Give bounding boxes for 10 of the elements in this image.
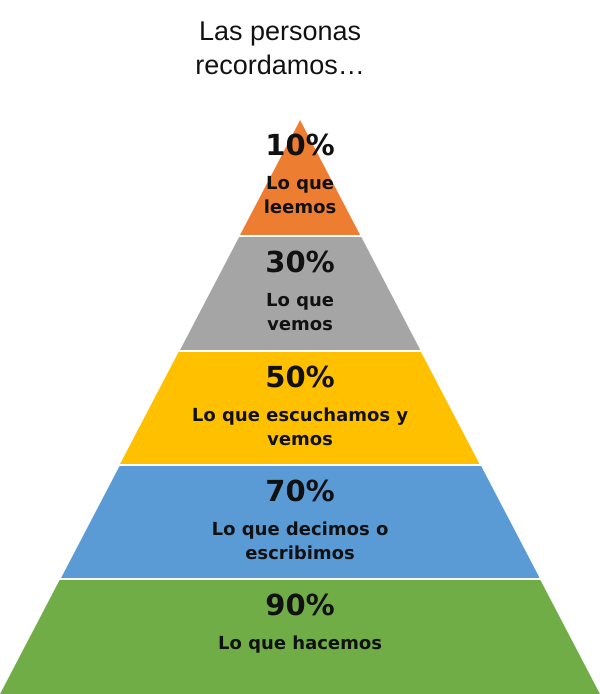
title: Las personas recordamos…: [194, 15, 366, 82]
tier-label: Lo que hacemos: [218, 632, 382, 656]
percentage-label: 70%: [265, 474, 335, 508]
tier-label: Lo que vemos: [264, 289, 335, 337]
tier-label: Lo que escuchamos y vemos: [190, 404, 410, 452]
tier-label: Lo que leemos: [262, 172, 338, 220]
tier-label: Lo que decimos o escribimos: [210, 518, 390, 566]
percentage-label: 90%: [265, 588, 335, 622]
percentage-label: 50%: [265, 360, 335, 394]
percentage-label: 30%: [265, 245, 335, 279]
